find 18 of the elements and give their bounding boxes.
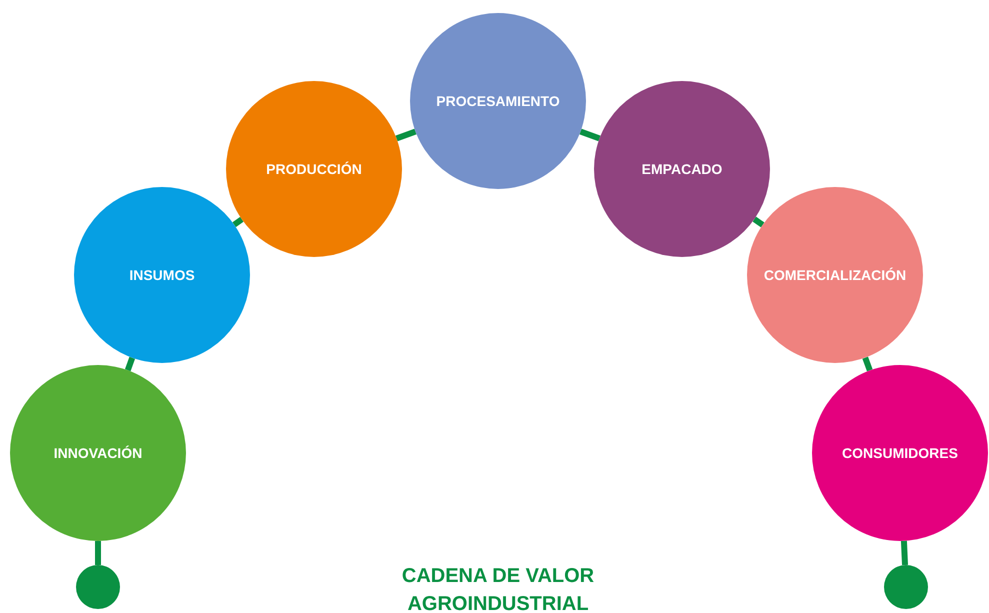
connector-line <box>862 356 873 372</box>
connector-line <box>95 541 101 565</box>
stage-label: CONSUMIDORES <box>842 445 958 461</box>
stage-label: INSUMOS <box>129 267 195 283</box>
connector-line <box>396 128 416 142</box>
diagram-title: CADENA DE VALOR AGROINDUSTRIAL <box>400 564 596 613</box>
end-dot <box>884 565 928 609</box>
stage-label: PRODUCCIÓN <box>266 161 362 177</box>
connector-line <box>124 356 136 372</box>
connector-line <box>232 216 244 228</box>
connector-line <box>900 540 908 566</box>
connector-line <box>752 216 764 228</box>
stage-label: PROCESAMIENTO <box>436 93 560 109</box>
stage-label: INNOVACIÓN <box>54 445 142 461</box>
connector-line <box>580 128 600 142</box>
stage-label: COMERCIALIZACIÓN <box>764 267 906 283</box>
end-dot <box>76 565 120 609</box>
stage-label: EMPACADO <box>642 161 722 177</box>
